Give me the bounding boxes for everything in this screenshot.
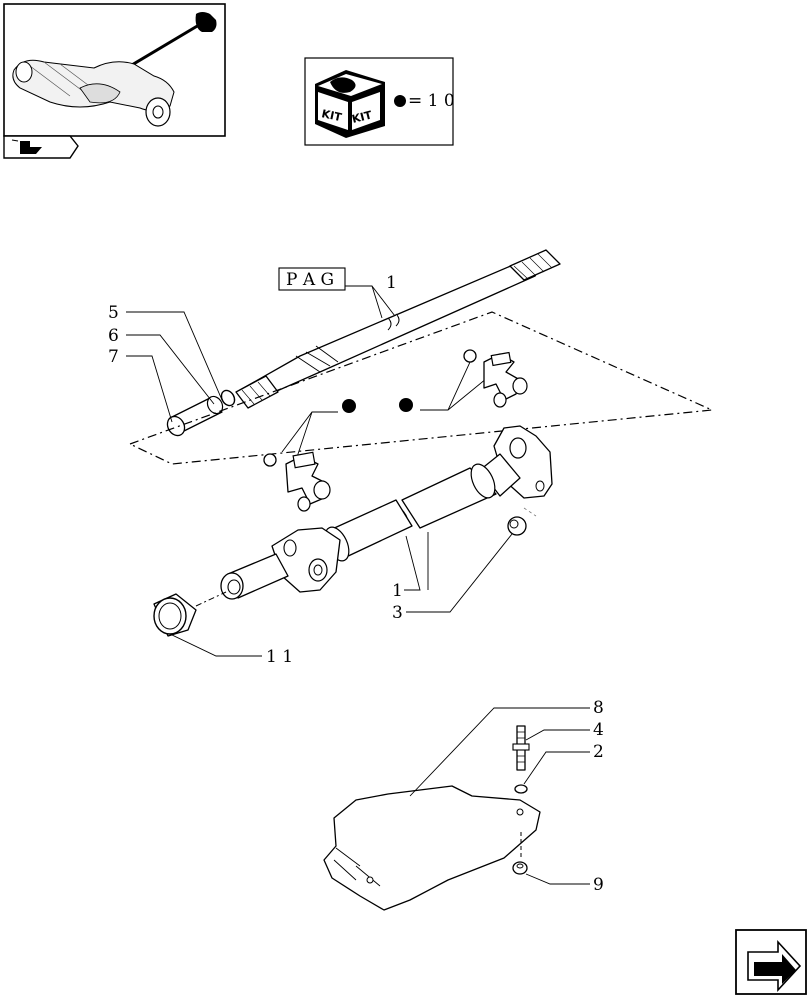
universal-joint-cross-lower <box>263 451 331 512</box>
pag-label: P A G <box>286 270 334 290</box>
grease-nipple-3 <box>507 507 537 536</box>
callout-8: 8 <box>593 698 604 718</box>
universal-joint-cross-upper <box>463 349 528 408</box>
nut-9 <box>512 861 528 875</box>
kit-box-icon: KIT KIT <box>315 70 385 138</box>
back-arrow-icon[interactable] <box>3 135 79 159</box>
kit-reference-number: = 1 0 <box>408 91 455 111</box>
splined-shaft <box>235 249 561 409</box>
kit-label-right: KIT <box>351 108 374 126</box>
assembly-outline <box>128 311 715 465</box>
washer-2 <box>514 784 528 794</box>
next-page-arrow-icon[interactable] <box>735 929 807 995</box>
snap-ring-5 <box>220 389 236 407</box>
callout-1-top: 1 <box>386 273 397 293</box>
callout-7: 7 <box>108 347 119 367</box>
callout-2: 2 <box>593 742 604 762</box>
end-cap-11 <box>153 593 197 637</box>
kit-reference-box: KIT KIT = 1 0 <box>304 57 455 146</box>
kit-dot-right <box>399 398 413 412</box>
stud-bolt-4 <box>512 725 530 771</box>
callout-1-mid: 1 <box>392 581 403 601</box>
callout-6: 6 <box>108 326 119 346</box>
callout-11: 1 1 <box>266 647 293 667</box>
black-dot-icon <box>394 95 406 107</box>
callout-4: 4 <box>593 720 604 740</box>
kit-dot-left <box>342 399 356 413</box>
guard-plate-8 <box>323 785 541 911</box>
bushing-7 <box>166 395 224 437</box>
pag-reference[interactable]: P A G <box>278 267 346 291</box>
axle-thumbnail[interactable] <box>3 3 226 137</box>
callout-5: 5 <box>108 303 119 323</box>
propeller-shaft <box>220 425 553 600</box>
kit-label-left: KIT <box>320 107 343 124</box>
callout-9: 9 <box>593 875 604 895</box>
callout-3: 3 <box>392 603 403 623</box>
